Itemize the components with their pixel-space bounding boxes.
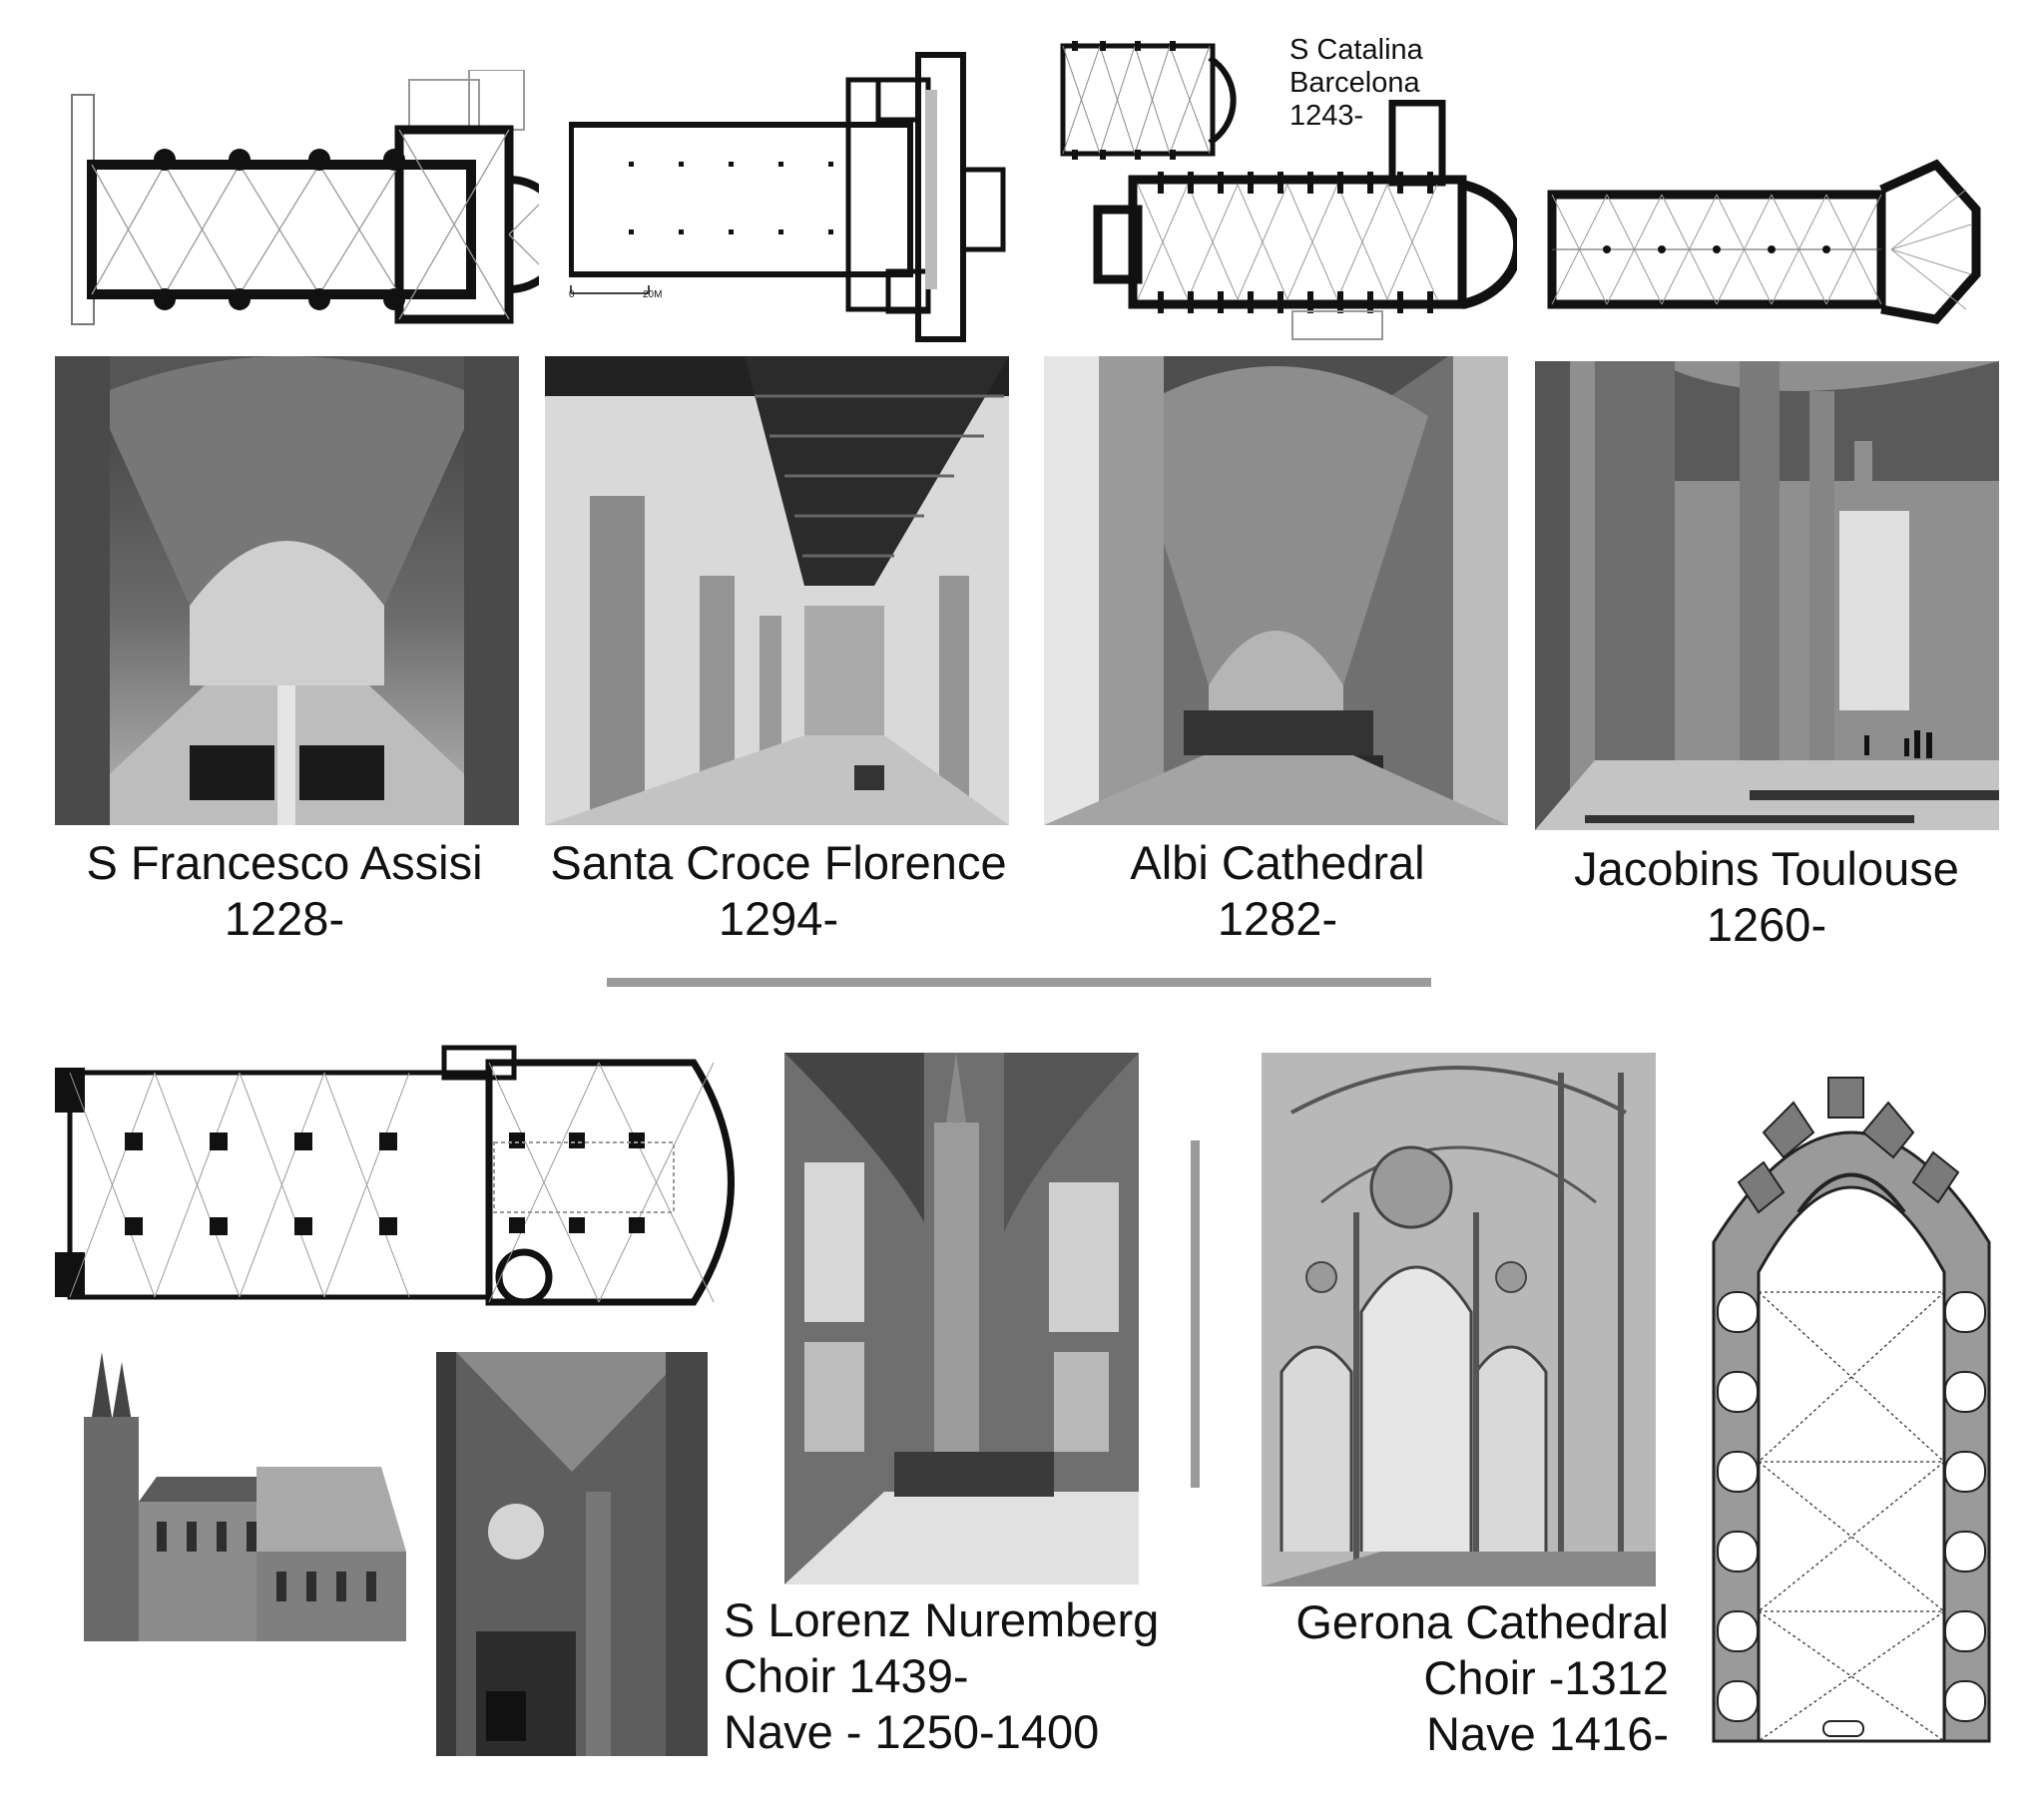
s-catalina-caption: S Catalina Barcelona 1243- <box>1289 34 1423 133</box>
gerona-caption-name: Gerona Cathedral <box>1295 1595 1669 1648</box>
gerona-caption: Gerona Cathedral Choir -1312 Nave 1416- <box>1220 1594 1669 1762</box>
santa-croce-floor-plan: 0 20M <box>569 50 1018 344</box>
s-lorenz-caption-choir: Choir 1439- <box>724 1649 969 1702</box>
s-lorenz-caption-nave: Nave - 1250-1400 <box>724 1705 1100 1758</box>
santa-croce-caption-name: Santa Croce Florence <box>550 836 1007 889</box>
assisi-caption-date: 1228- <box>224 892 345 945</box>
jacobins-interior-photo <box>1535 361 1999 830</box>
albi-caption-name: Albi Cathedral <box>1130 836 1425 889</box>
jacobins-caption-date: 1260- <box>1706 898 1827 951</box>
section-divider <box>607 978 1431 987</box>
gerona-caption-choir: Choir -1312 <box>1423 1651 1669 1704</box>
gerona-caption-nave: Nave 1416- <box>1426 1707 1669 1760</box>
s-catalina-caption-line-3: 1243- <box>1289 100 1364 132</box>
scale-label-zero: 0 <box>569 289 575 300</box>
gerona-floor-plan <box>1704 1043 1999 1756</box>
albi-floor-plan <box>1093 100 1517 344</box>
s-lorenz-caption: S Lorenz Nuremberg Choir 1439- Nave - 12… <box>724 1592 1213 1760</box>
s-lorenz-floor-plan <box>55 1043 764 1322</box>
gerona-interior-engraving <box>1262 1053 1656 1586</box>
s-catalina-floor-plan <box>1060 38 1270 163</box>
albi-interior-photo <box>1044 356 1508 825</box>
santa-croce-interior-photo <box>545 356 1009 825</box>
s-lorenz-choir-photo <box>784 1053 1139 1584</box>
vertical-divider <box>1191 1140 1200 1488</box>
scale-label-twenty: 20M <box>643 289 663 300</box>
assisi-caption: S Francesco Assisi 1228- <box>50 835 519 947</box>
assisi-caption-name: S Francesco Assisi <box>86 836 483 889</box>
s-lorenz-caption-name: S Lorenz Nuremberg <box>724 1593 1160 1646</box>
s-catalina-caption-line-2: Barcelona <box>1289 67 1420 99</box>
assisi-interior-photo <box>55 356 519 825</box>
jacobins-floor-plan <box>1547 150 1986 334</box>
s-lorenz-exterior-photo <box>62 1352 411 1651</box>
santa-croce-caption: Santa Croce Florence 1294- <box>529 835 1028 947</box>
albi-caption: Albi Cathedral 1282- <box>1058 835 1497 947</box>
s-lorenz-nave-photo <box>436 1352 708 1756</box>
s-catalina-caption-line-1: S Catalina <box>1289 34 1423 66</box>
santa-croce-caption-date: 1294- <box>718 892 839 945</box>
assisi-floor-plan <box>70 70 539 329</box>
jacobins-caption: Jacobins Toulouse 1260- <box>1537 841 1996 953</box>
jacobins-caption-name: Jacobins Toulouse <box>1574 842 1959 895</box>
albi-caption-date: 1282- <box>1217 892 1338 945</box>
